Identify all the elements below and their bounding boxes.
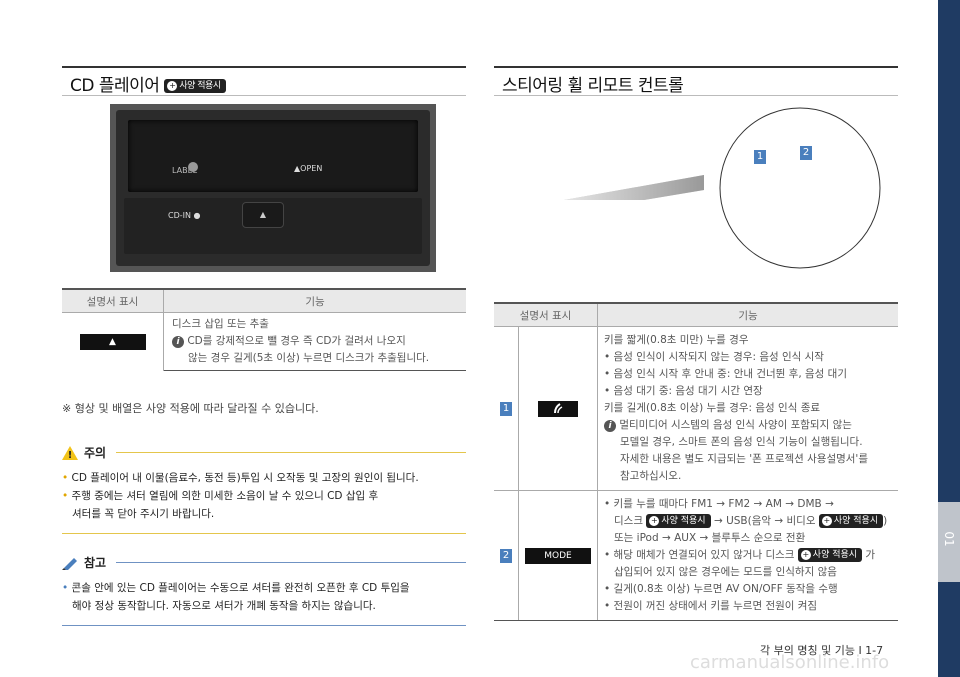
row2-b2-l1b: 가 xyxy=(865,549,876,561)
eject-button[interactable]: ▲ xyxy=(242,202,284,228)
warning-icon: ! xyxy=(62,445,78,460)
caution-bullet-1: CD 플레이어 내 이물(음료수, 동전 등)투입 시 오작동 및 고장의 원인… xyxy=(71,472,419,484)
row-num-1: 1 xyxy=(500,401,512,416)
watermark-text: carmanualsonline.info xyxy=(690,652,890,673)
chapter-number: 01 xyxy=(942,531,956,547)
left-title-rule xyxy=(62,66,466,68)
left-title-underline xyxy=(62,95,466,96)
row2-b1-l2c: ) xyxy=(883,515,888,527)
table-row: ▲ 디스크 삽입 또는 추출 i CD를 강제적으로 뺄 경우 즉 CD가 걸려… xyxy=(62,312,466,371)
row-num-2: 2 xyxy=(500,548,512,563)
right-title-underline xyxy=(494,95,898,96)
voice-icon xyxy=(538,400,578,417)
option-badge: +사양 적용시 xyxy=(646,514,711,528)
row1-line-1: 키를 짧게(0.8초 미만) 누를 경우 xyxy=(604,334,749,346)
note-line-1: 콘솔 안에 있는 CD 플레이어는 수동으로 셔터를 완전히 오픈한 후 CD … xyxy=(71,582,410,594)
option-badge: +사양 적용시 xyxy=(797,548,863,562)
cd-in-text: CD-IN ● xyxy=(168,211,201,220)
callout-1: 1 xyxy=(754,150,766,164)
header-function: 기능 xyxy=(163,288,466,313)
cd-player-image: LABEL ▲OPEN CD-IN ● ▲ xyxy=(110,104,436,272)
right-table-header: 설명서 표시 기능 xyxy=(494,302,898,327)
caution-title: 주의 xyxy=(84,446,107,460)
svg-text:!: ! xyxy=(68,450,73,460)
note-line-2: 해야 정상 동작합니다. 자동으로 셔터가 개폐 동작을 하지는 않습니다. xyxy=(72,600,376,612)
caution-box: ! 주의 • CD 플레이어 내 이물(음료수, 동전 등)투입 시 오작동 및… xyxy=(62,444,466,534)
table-row: 2 MODE • 키를 누를 때마다 FM1 → FM2 → AM → DMB … xyxy=(494,490,898,621)
option-badge: +사양 적용시 xyxy=(818,514,884,528)
row1-line-5: 키를 길게(0.8초 이상) 누를 경우: 음성 인식 종료 xyxy=(604,402,821,414)
remark-text: ※ 형상 및 배열은 사양 적용에 따라 달라질 수 있습니다. xyxy=(62,402,319,415)
caution-bullet-2: 주행 중에는 셔터 열림에 의한 미세한 소음이 날 수 있으니 CD 삽입 후 xyxy=(71,490,379,502)
note-title: 참고 xyxy=(84,556,107,570)
row1-line-3: • 음성 인식 시작 후 안내 중: 안내 건너뛴 후, 음성 대기 xyxy=(604,368,847,380)
row2-b1-l3: 또는 iPod → AUX → 블루투스 순으로 전환 xyxy=(614,532,806,544)
right-function-table: 설명서 표시 기능 1 키를 짧게(0.8초 미만) 누를 경우 • 음성 인식… xyxy=(494,302,898,621)
eject-symbol: ▲ xyxy=(79,333,146,350)
label-knob-icon xyxy=(188,162,198,172)
info-icon: i xyxy=(604,420,616,432)
option-badge: +사양 적용시 xyxy=(164,79,226,93)
note-box: 참고 • 콘솔 안에 있는 CD 플레이어는 수동으로 셔터를 완전히 오픈한 … xyxy=(62,554,466,626)
row1-note-4: 참고하십시오. xyxy=(620,470,682,482)
eject-note-2: 않는 경우 길게(5초 이상) 누르면 디스크가 추출됩니다. xyxy=(188,352,430,364)
left-title-text: CD 플레이어 xyxy=(70,76,160,96)
right-section-title: 스티어링 휠 리모트 컨트롤 xyxy=(502,76,684,96)
header-symbol: 설명서 표시 xyxy=(494,302,598,327)
row2-b3: • 길게(0.8초 이상) 누르면 AV ON/OFF 동작을 수행 xyxy=(604,583,838,595)
header-symbol: 설명서 표시 xyxy=(62,288,164,313)
left-section-title: CD 플레이어 +사양 적용시 xyxy=(70,71,226,96)
open-text: ▲OPEN xyxy=(294,164,323,173)
label-text: LABEL xyxy=(172,166,198,175)
right-title-rule xyxy=(494,66,898,68)
left-function-table: 설명서 표시 기능 ▲ 디스크 삽입 또는 추출 i CD를 강제적으로 뺄 경… xyxy=(62,288,466,371)
callout-2: 2 xyxy=(800,146,812,160)
page-footer: 각 부의 명칭 및 기능 I 1-7 xyxy=(760,644,884,657)
pencil-icon xyxy=(62,557,77,570)
left-table-header: 설명서 표시 기능 xyxy=(62,288,466,313)
info-icon: i xyxy=(172,336,184,348)
row1-note-3: 자세한 내용은 별도 지급되는 '폰 프로젝션 사용설명서'를 xyxy=(620,453,868,465)
mode-button: MODE xyxy=(525,547,591,564)
caution-bullet-2-cont: 셔터를 꼭 닫아 주시기 바랍니다. xyxy=(72,508,215,520)
row1-line-4: • 음성 대기 중: 음성 대기 시간 연장 xyxy=(604,385,763,397)
row2-b2-l2: 삽입되어 있지 않은 경우에는 모드를 인식하지 않음 xyxy=(614,566,837,578)
row2-b4: • 전원이 꺼진 상태에서 키를 누르면 전원이 켜짐 xyxy=(604,600,818,612)
chapter-tab: 01 xyxy=(938,502,960,582)
table-row: 1 키를 짧게(0.8초 미만) 누를 경우 • 음성 인식이 시작되지 않는 … xyxy=(494,326,898,491)
row2-b1-l2a: 디스크 xyxy=(614,515,643,527)
row1-line-2: • 음성 인식이 시작되지 않는 경우: 음성 인식 시작 xyxy=(604,351,824,363)
row2-b1-l2b: → USB(음악 → 비디오 xyxy=(713,515,816,527)
row1-note-1: 멀티미디어 시스템의 음성 인식 사양이 포함되지 않는 xyxy=(619,419,852,431)
eject-desc: 디스크 삽입 또는 추출 xyxy=(172,318,269,330)
steering-wheel-image: 1 2 xyxy=(494,100,898,290)
row1-note-2: 모델일 경우, 스마트 폰의 음성 인식 기능이 실행됩니다. xyxy=(620,436,863,448)
header-function: 기능 xyxy=(597,302,898,327)
row2-b2-l1a: • 해당 매체가 연결되어 있지 않거나 디스크 xyxy=(604,549,795,561)
eject-note-1: CD를 강제적으로 뺄 경우 즉 CD가 걸려서 나오지 xyxy=(187,335,406,347)
row2-b1-l1: • 키를 누를 때마다 FM1 → FM2 → AM → DMB → xyxy=(604,498,834,510)
